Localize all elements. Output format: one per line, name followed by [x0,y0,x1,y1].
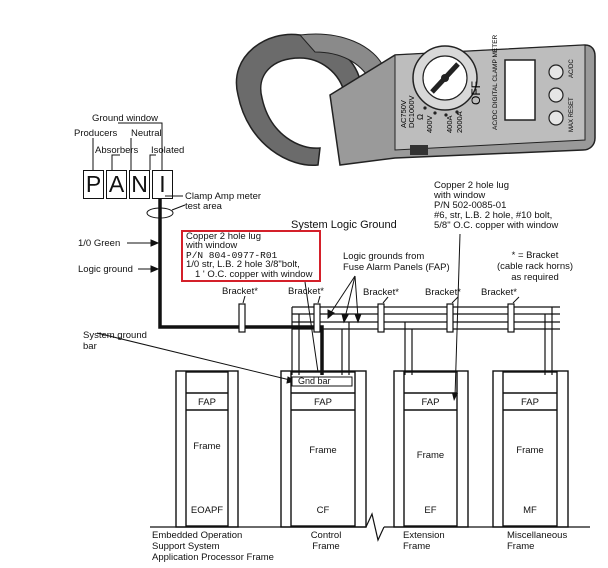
bracket-label-3: Bracket* [363,287,399,298]
clamp-amp-label-2: test area [185,201,222,212]
bracket-note-3: as required [511,272,559,283]
frame-mf-fap: FAP [521,397,539,408]
caption-mf-1: Miscellaneous [507,530,568,541]
bracket-label-2: Bracket* [288,286,324,297]
range-label-ac750v: AC750V [399,100,408,128]
range-label-ohm: Ω [416,114,425,120]
neutral-label: Neutral [131,128,162,139]
meter-body-label: AC/DC DIGITAL CLAMP METER [492,34,499,130]
range-label-dc1000v: DC1000V [407,95,416,128]
frame-eoapf-fap: FAP [198,397,216,408]
frame-cf-frame: Frame [309,445,337,456]
pani-box-a: A [106,170,127,199]
lug-right-line-2: with window [434,190,486,201]
pani-boxes: P A N I [83,170,175,199]
lug-right-line-1: Copper 2 hole lug [434,180,509,191]
green-wire-label: 1/0 Green [78,238,121,249]
lug-callout-line-3: P/N 804-0977-R01 [186,250,278,261]
caption-cf-2: Frame [312,541,340,552]
clamp-amp-label-1: Clamp Amp meter [185,191,262,202]
acdc-label: AC/DC [569,59,575,78]
frame-cf-fap: FAP [314,397,332,408]
range-label-2000a: 2000A [455,111,464,133]
frame-cf-code: CF [316,505,330,516]
bracket-label-5: Bracket* [481,287,517,298]
lug-callout-line-4: 1/0 str, L.B. 2 hole 3/8"bolt, [186,259,300,270]
bracket-label-1: Bracket* [222,286,258,297]
bracket-note-2: (cable rack horns) [496,261,574,272]
absorbers-label: Absorbers [95,145,139,156]
caption-eoapf-3: Application Processor Frame [152,552,274,563]
off-label: OFF [469,81,483,105]
logic-grounds-label-1: Logic grounds from [343,251,425,262]
caption-ef-1: Extension [403,530,445,541]
system-logic-ground-title: System Logic Ground [291,219,397,231]
system-ground-bar-label-2: bar [83,341,97,352]
isolated-label: Isolated [151,145,185,156]
lug-callout-line-5: 1 ' O.C. copper with window [195,269,313,280]
lug-callout-box: Copper 2 hole lug with window P/N 804-09… [181,230,321,282]
lug-right-line-5: 5/8" O.C. copper with window [434,220,559,231]
clamp-meter-illustration: AC750V DC1000V Ω 400V 400A 2000A OFF AC/… [235,33,596,166]
pani-box-n: N [129,170,150,199]
pani-box-p: P [83,170,104,199]
system-ground-bar-label-1: System ground [83,330,147,341]
cable-rack [291,306,560,375]
frame-eoapf-code: EOAPF [190,505,224,516]
lug-right-line-3: P/N 502-0085-01 [434,200,507,211]
range-label-400a: 400A [445,115,454,133]
gnd-bar-label: Gnd bar [298,376,331,386]
lug-callout-line-1: Copper 2 hole lug [186,231,261,242]
frame-mf-frame: Frame [516,445,544,456]
ground-window-label: Ground window [92,113,159,124]
caption-ef-2: Frame [403,541,431,552]
producers-label: Producers [74,128,118,139]
frame-mf-code: MF [523,505,537,516]
lug-right-line-4: #6, str, L.B. 2 hole, #10 bolt, [434,210,553,221]
lug-callout-line-2: with window [186,240,238,251]
frame-ef-fap: FAP [421,397,440,408]
range-label-400v: 400V [425,115,434,133]
caption-eoapf-2: Support System [152,541,220,552]
bracket-note-1: * = Bracket [511,250,559,261]
bracket-label-4: Bracket* [425,287,461,298]
frame-eoapf-frame: Frame [193,441,221,452]
caption-cf-1: Control [310,530,342,541]
pani-box-i: I [152,170,173,199]
logic-ground-label: Logic ground [78,264,133,275]
max-reset-label: MAX RESET [569,97,575,132]
caption-eoapf-1: Embedded Operation [152,530,243,541]
frame-ef-frame: Frame [416,450,445,461]
caption-mf-2: Frame [507,541,535,552]
frame-ef-code: EF [424,505,437,516]
logic-grounds-label-2: Fuse Alarm Panels (FAP) [343,262,450,273]
